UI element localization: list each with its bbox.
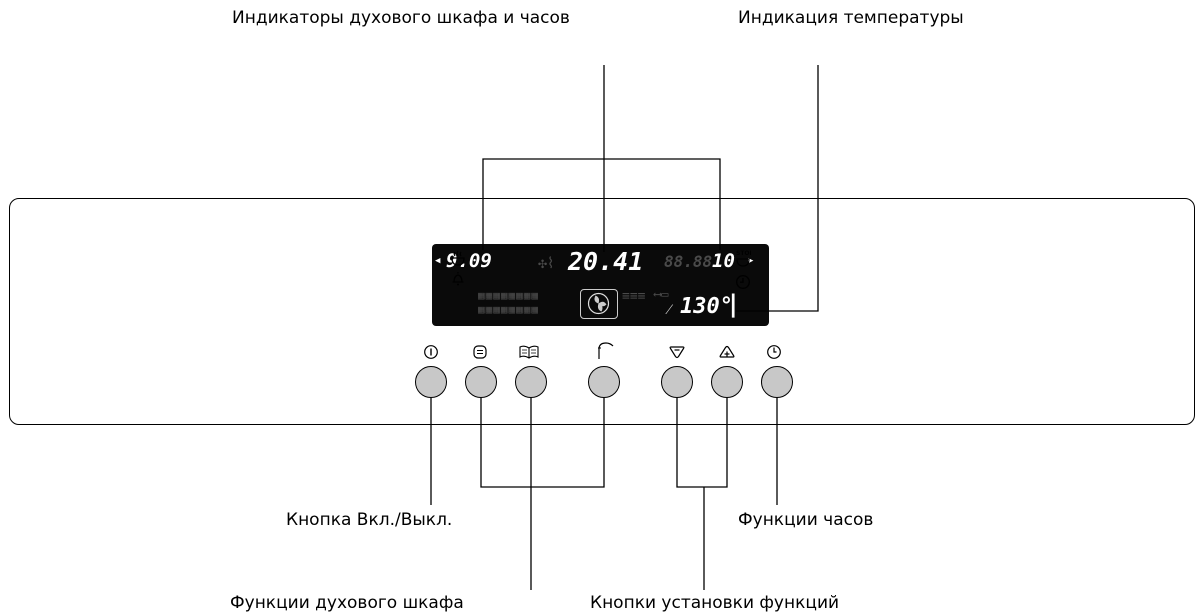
left-time-readout: 9.09 xyxy=(446,250,492,272)
clock-icon xyxy=(767,345,781,359)
rack-segments: ⟷▭ xyxy=(654,287,669,301)
ghost-segments: 88.88 xyxy=(664,252,713,271)
menu-button[interactable] xyxy=(465,366,497,398)
clock-indicator-icon xyxy=(735,274,751,290)
function-text-segments: ▦▦▦▦▦▦▦▦ xyxy=(478,289,539,302)
fan-heating-segments-icon: ✣⌇ xyxy=(538,254,555,272)
clock-button[interactable] xyxy=(761,366,793,398)
meat-probe-button[interactable] xyxy=(588,366,620,398)
menu-icon xyxy=(473,345,487,359)
plus-button[interactable] xyxy=(711,366,743,398)
label-clock-functions: Функции часов xyxy=(738,510,874,530)
label-setting-buttons: Кнопки установки функций xyxy=(590,593,840,613)
probe-icon xyxy=(598,342,614,359)
meat-probe-icon: ⁄ xyxy=(668,300,671,318)
center-time-readout: 20.41 xyxy=(568,247,644,276)
left-arrow-indicator: ◀ xyxy=(435,256,441,266)
minus-triangle-icon xyxy=(669,346,685,359)
fan-mode-icon xyxy=(580,289,618,319)
stop-cooking-icon: STOP xyxy=(736,250,751,267)
recipe-book-button[interactable] xyxy=(515,366,547,398)
cooking-heat-icon xyxy=(451,250,465,266)
book-icon xyxy=(519,345,539,359)
heating-element-segments: ≡≡≡ xyxy=(622,289,646,304)
bell-icon xyxy=(452,272,464,286)
plus-triangle-icon xyxy=(719,345,735,358)
label-temperature-display: Индикация температуры xyxy=(738,8,964,28)
on-off-button[interactable] xyxy=(415,366,447,398)
minus-button[interactable] xyxy=(661,366,693,398)
lcd-display: ◀ 9.09 ✣⌇ 20.41 88.88 10 ▶ ▦▦▦▦▦▦▦▦ ▦▦▦▦… xyxy=(432,244,769,326)
function-text-segments-lower: ▦▦▦▦▦▦▦▦ xyxy=(478,303,539,316)
power-icon xyxy=(424,345,438,359)
label-on-off-button: Кнопка Вкл./Выкл. xyxy=(286,510,453,530)
stop-label: STOP xyxy=(736,250,751,257)
temperature-readout: 130° xyxy=(680,294,733,319)
label-oven-clock-indicators: Индикаторы духового шкафа и часов xyxy=(232,8,570,28)
label-oven-functions: Функции духового шкафа xyxy=(230,593,464,613)
right-value-readout: 10 xyxy=(712,250,735,272)
thermometer-icon: | xyxy=(726,290,741,318)
